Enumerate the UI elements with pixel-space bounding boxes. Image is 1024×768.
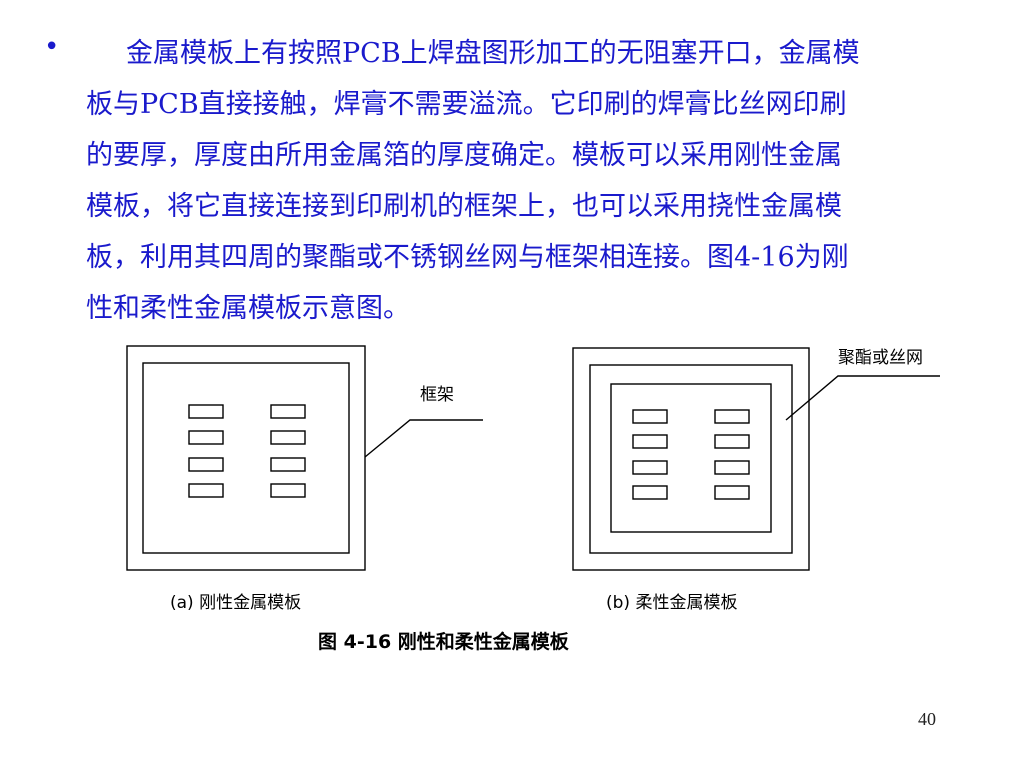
aperture (270, 430, 306, 445)
caption-rigid: (a) 刚性金属模板 (170, 593, 301, 613)
aperture (714, 460, 750, 475)
caption-flexible: (b) 柔性金属模板 (606, 593, 737, 613)
aperture (632, 434, 668, 449)
aperture (714, 409, 750, 424)
aperture (632, 485, 668, 500)
bullet-marker: • (44, 32, 60, 62)
rigid-stencil-figure (126, 345, 483, 571)
paragraph-line: 的要厚，厚度由所用金属箔的厚度确定。模板可以采用刚性金属 (86, 140, 842, 171)
rigid-stencil-sheet (142, 362, 350, 554)
aperture (270, 404, 306, 419)
flexible-outer-frame (572, 347, 810, 571)
aperture (714, 485, 750, 500)
page-number: 40 (918, 709, 936, 729)
mesh-leader-line (785, 375, 940, 421)
stencil-diagram: 框架 聚酯或丝网 (a) 刚性金属模板 (b) 柔性金属模板 图 4-16 刚性… (126, 345, 940, 653)
aperture (270, 457, 306, 472)
rigid-outer-frame (126, 345, 366, 571)
aperture (188, 404, 224, 419)
aperture (188, 483, 224, 498)
aperture (188, 430, 224, 445)
aperture (632, 409, 668, 424)
frame-leader-line (364, 419, 483, 458)
paragraph-line: 板，利用其四周的聚酯或不锈钢丝网与框架相连接。图4-16为刚 (86, 242, 849, 273)
frame-label: 框架 (420, 385, 454, 405)
aperture (632, 460, 668, 475)
aperture (188, 457, 224, 472)
paragraph-line: 板与PCB直接接触，焊膏不需要溢流。它印刷的焊膏比丝网印刷 (86, 89, 847, 120)
body-paragraph: 金属模板上有按照PCB上焊盘图形加工的无阻塞开口，金属模 板与PCB直接接触，焊… (86, 28, 966, 334)
paragraph-line: 模板，将它直接连接到印刷机的框架上，也可以采用挠性金属模 (86, 191, 842, 222)
mesh-border (589, 364, 793, 554)
paragraph-line: 性和柔性金属模板示意图。 (86, 293, 410, 324)
aperture (714, 434, 750, 449)
figure-caption: 图 4-16 刚性和柔性金属模板 (318, 630, 570, 653)
aperture (270, 483, 306, 498)
flexible-stencil-sheet (610, 383, 772, 533)
paragraph-line: 金属模板上有按照PCB上焊盘图形加工的无阻塞开口，金属模 (126, 38, 860, 69)
mesh-label: 聚酯或丝网 (838, 348, 923, 368)
flexible-stencil-figure (572, 347, 940, 571)
